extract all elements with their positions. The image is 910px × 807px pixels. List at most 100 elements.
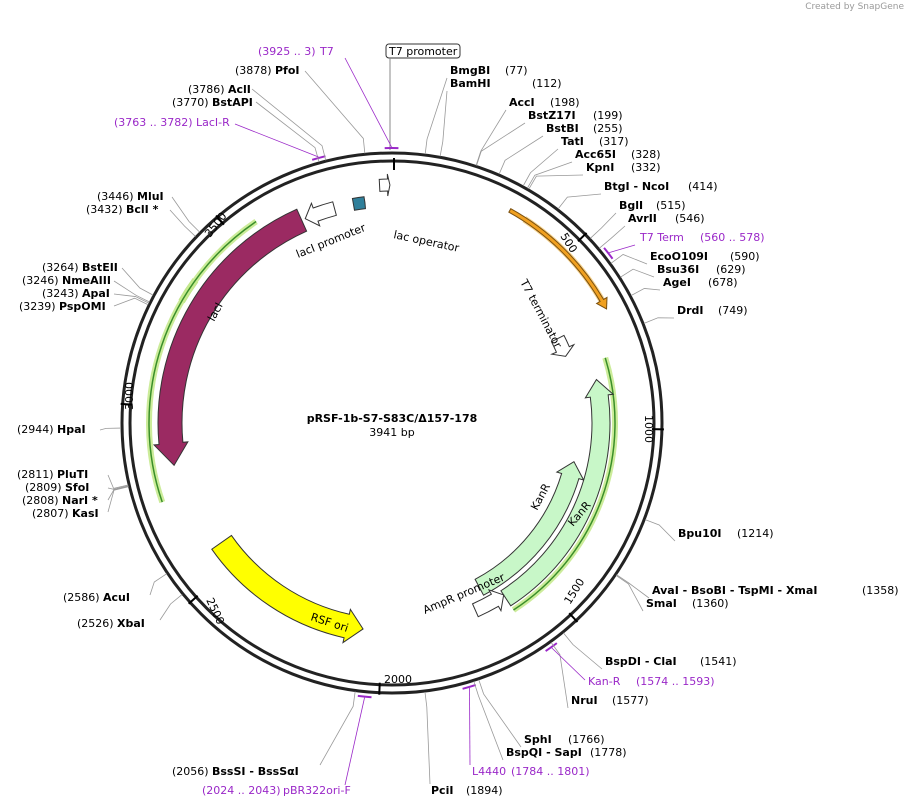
enzyme-site-pcii-22: PciI(1894) [424,691,503,797]
enzyme-site-smai-17: SmaI(1360) [615,575,729,612]
enzyme-position: (2586) [63,591,100,604]
enzyme-leader [255,101,320,163]
feature-arrow-kanr-inner [474,460,585,596]
feature-arrow-lacI [152,208,308,467]
enzyme-position: (3246) [22,274,59,287]
enzyme-leader [319,691,356,766]
enzyme-position: (3239) [19,300,56,313]
primer-leader [609,244,636,254]
primer-label-l4440: (1784 .. 1801)L4440 [469,687,590,778]
enzyme-position: (3446) [97,190,134,203]
enzyme-site-hpai-30: HpaI(2944) [17,423,122,436]
enzyme-position: (678) [708,276,738,289]
enzyme-site-acc65i-6: Acc65I (328) [526,148,661,189]
enzyme-leader [121,267,154,296]
enzyme-name: BspQI - SapI [506,746,582,759]
primer-name: T7 [319,45,334,58]
enzyme-site-bsu36i-12: Bsu36I(629) [620,263,746,278]
enzyme-site-bcli-35: BclI *(3432) [86,203,196,237]
tick-label-2000: 2000 [384,673,412,686]
primer-range: (3763 .. 3782) [114,116,193,129]
enzyme-position: (3770) [172,96,209,109]
primer-name: L4440 [472,765,506,778]
feature-label-laci-promoter-1: lacI promoter [294,221,368,261]
feature-box-lac-operator [351,196,367,211]
enzyme-site-bspqi-sapi-21: BspQI - SapI (1778) [473,681,627,761]
enzyme-leader [590,212,617,239]
enzyme-leader [107,485,129,501]
enzyme-position: (3243) [42,287,79,300]
enzyme-name: AcuI [103,591,130,604]
enzyme-site-bsteii-34: BstEII(3264) [42,261,154,296]
enzyme-name: KasI [72,507,99,520]
feature-arrow-t7-terminator [550,334,576,357]
tick-mark-1500 [568,612,579,623]
feature-arrow-kanr-outer [500,378,615,607]
enzyme-site-sfoi-28: SfoI(2809) [25,481,129,494]
enzyme-position: (2526) [77,617,114,630]
enzyme-name: ApaI [82,287,110,300]
enzyme-leader [169,209,196,237]
enzyme-position: (2944) [17,423,54,436]
enzyme-leader [113,293,150,304]
enzyme-site-nari-27: NarI *(2808) [22,485,129,507]
snapgene-credit: Created by SnapGene [805,2,904,12]
enzyme-site-bmgbi-0: BmgBI(77) [424,64,528,155]
enzyme-name: Acc65I [575,148,616,161]
enzyme-leader [557,193,602,210]
enzyme-position: (328) [631,148,661,161]
enzyme-site-bstbi-4: BstBI(255) [498,122,623,175]
orf-line-lacI [148,220,257,503]
enzyme-position: (3878) [235,64,272,77]
primer-mark-l4440 [462,683,477,690]
enzyme-leader [424,691,431,785]
enzyme-site-avai-bsobi-tspmi-xmai-16: AvaI - BsoBI - TspMI - XmaI(1358) [616,574,899,599]
enzyme-leader [439,90,448,157]
enzyme-site-bpu10i-15: Bpu10I(1214) [645,519,774,542]
enzyme-name: SphI [524,733,552,746]
enzyme-position: (2808) [22,494,59,507]
enzyme-leader [550,642,569,709]
enzyme-position: (590) [730,250,760,263]
enzyme-leader [159,594,183,621]
enzyme-position: (1778) [590,746,627,759]
enzyme-position: (414) [688,180,718,193]
enzyme-position: (199) [593,109,623,122]
enzyme-name: SfoI [65,481,89,494]
enzyme-leader [171,196,200,233]
enzyme-position: (1360) [692,597,729,610]
enzyme-position: (2056) [172,765,209,778]
enzyme-site-drdi-14: DrdI(749) [643,304,748,324]
enzyme-name: KpnI [586,161,614,174]
enzyme-name: Bpu10I [678,527,722,540]
enzyme-name: PfoI [275,64,300,77]
primer-leader [469,687,471,766]
primer-label-t7: (3925 .. 3)T7 [258,45,392,148]
feature-arrow-rsf-ori [211,534,364,644]
feature-arrow-t7-gene [508,208,608,310]
feature-arrow-lacI-promoter [304,201,337,227]
primer-label-laci-r: (3763 .. 3782)LacI-R [114,116,319,158]
enzyme-leader [498,135,544,175]
enzyme-position: (3264) [42,261,79,274]
tick-label-3000: 3000 [123,382,136,410]
enzyme-leader [522,148,559,187]
enzyme-name: BstZ17I [528,109,576,122]
primer-leader [551,647,586,681]
enzyme-position: (2809) [25,481,62,494]
enzyme-site-kpni-7: KpnI(332) [528,161,661,190]
enzyme-leader [476,122,526,166]
primer-label-pbr322ori-f: (2024 .. 2043)pBR322ori-F [202,697,365,797]
enzyme-position: (112) [532,77,562,90]
enzyme-name: PluTI [57,468,88,481]
enzyme-name: BstAPI [212,96,253,109]
enzyme-position: (1577) [612,694,649,707]
enzyme-site-bamhi-1: BamHI(112) [439,77,562,157]
primer-mark-kan-r [545,642,558,652]
enzyme-position: (1541) [700,655,737,668]
enzyme-name: Bsu36I [657,263,699,276]
tick-mark-500 [577,232,588,243]
tick-mark-3000 [120,402,133,406]
tick-label-3500: 3500 [202,210,229,240]
